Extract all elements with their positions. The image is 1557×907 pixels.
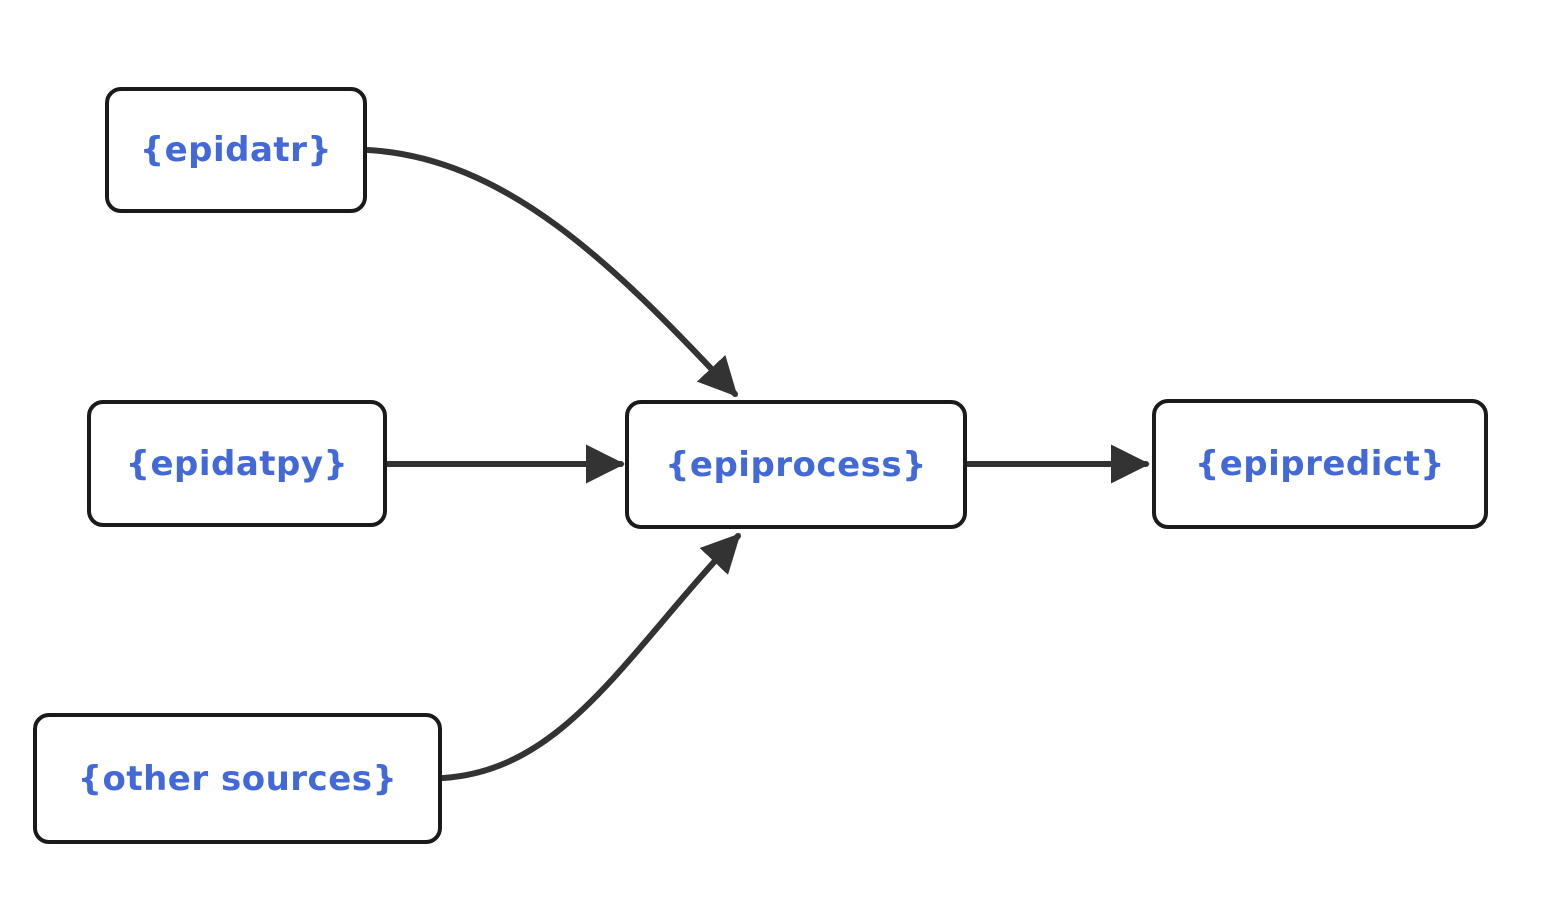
node-epiprocess: {epiprocess} xyxy=(625,400,967,529)
node-other-sources: {other sources} xyxy=(33,713,442,844)
node-epidatpy-label: {epidatpy} xyxy=(125,443,349,484)
node-other-sources-label: {other sources} xyxy=(77,758,398,799)
edge-other-sources-to-epiprocess xyxy=(440,533,741,781)
node-epipredict: {epipredict} xyxy=(1152,399,1488,529)
edge-epidatr-to-epiprocess xyxy=(365,147,738,397)
node-epidatr-label: {epidatr} xyxy=(139,130,333,170)
node-epidatpy: {epidatpy} xyxy=(87,400,387,527)
node-epipredict-label: {epipredict} xyxy=(1194,444,1446,484)
node-epiprocess-label: {epiprocess} xyxy=(665,444,927,485)
node-epidatr: {epidatr} xyxy=(105,87,367,213)
